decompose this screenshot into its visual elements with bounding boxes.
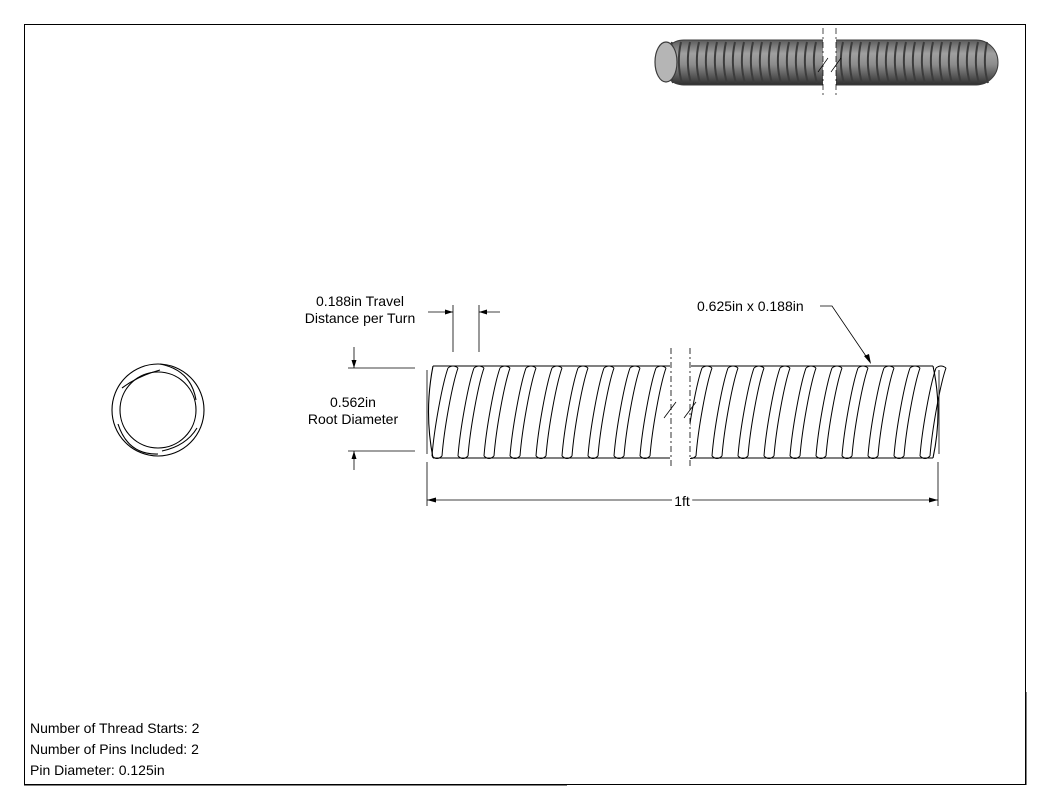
root-diameter-label: 0.562in Root Diameter bbox=[308, 394, 398, 428]
lead-screw-side-view bbox=[426, 365, 947, 459]
length-label: 1ft bbox=[672, 493, 692, 510]
lead-line-1: 0.188in Travel bbox=[316, 293, 404, 309]
sheet-border bbox=[24, 24, 1027, 786]
note-thread-starts: Number of Thread Starts: 2 bbox=[30, 720, 200, 736]
lead-line-2: Distance per Turn bbox=[304, 310, 416, 326]
root-line-1: 0.562in bbox=[330, 394, 376, 410]
end-view bbox=[111, 363, 205, 457]
notes-block: Number of Thread Starts: 2 Number of Pin… bbox=[30, 718, 199, 781]
dimension-lines bbox=[348, 305, 939, 506]
lead-dimension-label: 0.188in Travel Distance per Turn bbox=[305, 293, 416, 327]
note-pins-included: Number of Pins Included: 2 bbox=[30, 741, 199, 757]
thread-size-label: 0.625in x 0.188in bbox=[697, 298, 804, 314]
root-line-2: Root Diameter bbox=[307, 411, 399, 427]
preview-rod-image bbox=[654, 28, 999, 96]
note-pin-diameter: Pin Diameter: 0.125in bbox=[30, 762, 165, 778]
break-lines bbox=[663, 348, 697, 468]
